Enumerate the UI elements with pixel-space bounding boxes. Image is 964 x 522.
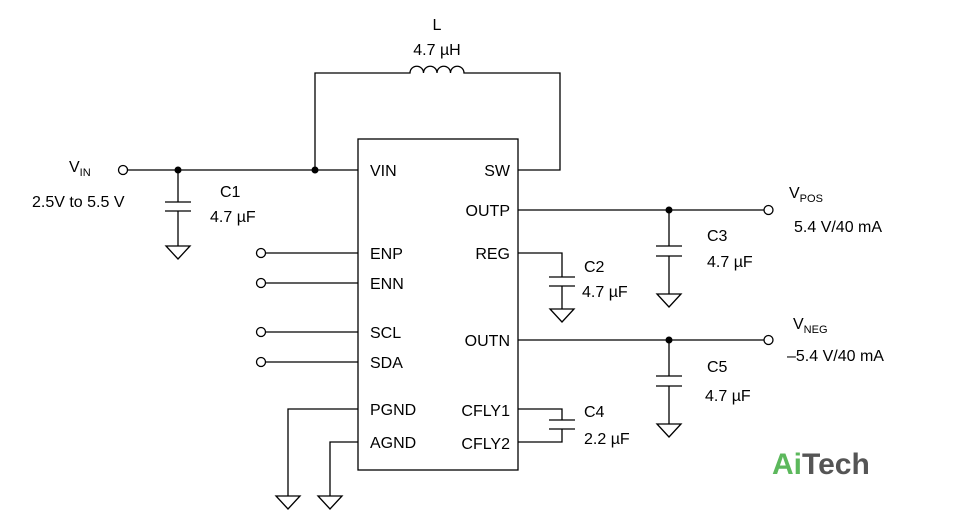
enn-terminal (255, 277, 267, 289)
c4-name: C4 (584, 404, 605, 421)
pin-cfly1-label: CFLY1 (461, 403, 510, 420)
pin-reg-label: REG (475, 246, 510, 263)
c5-value: 4.7 µF (705, 388, 751, 405)
pin-enn-label: ENN (370, 276, 404, 293)
enp-terminal (255, 247, 267, 259)
ic-body (357, 138, 519, 471)
aitech-logo: AiTech (772, 448, 870, 481)
c3-name: C3 (707, 228, 728, 245)
inductor-name: L (433, 17, 442, 34)
c5-name: C5 (707, 359, 728, 376)
inductor-value: 4.7 µH (413, 42, 460, 59)
vneg-terminal (763, 334, 774, 346)
vpos-terminal (763, 204, 774, 216)
c3-value: 4.7 µF (707, 254, 753, 271)
ground-icon (316, 495, 344, 510)
c2-value: 4.7 µF (582, 284, 628, 301)
c1-name: C1 (220, 184, 241, 201)
vin-junction-l (311, 166, 319, 174)
pin-outn-label: OUTN (465, 333, 510, 350)
vneg-label: VNEG (793, 316, 828, 336)
ground-icon (164, 245, 192, 260)
vneg-spec: –5.4 V/40 mA (787, 348, 884, 365)
c4-value: 2.2 µF (584, 431, 630, 448)
pin-sw-label: SW (484, 163, 511, 180)
capacitor-c3 (656, 210, 682, 294)
pin-sda-label: SDA (370, 355, 403, 372)
ground-icon (548, 308, 576, 323)
c1-value: 4.7 µF (210, 209, 256, 226)
vin-label: VIN (69, 159, 91, 179)
pin-vin-label: VIN (370, 163, 397, 180)
pin-cfly2-label: CFLY2 (461, 436, 510, 453)
ground-icon (655, 423, 683, 438)
c2-name: C2 (584, 259, 605, 276)
vpos-label: VPOS (789, 185, 823, 205)
vin-terminal (117, 164, 129, 176)
ground-icon (655, 293, 683, 308)
ground-icon (274, 495, 302, 510)
pgnd-wire (287, 408, 358, 496)
scl-terminal (255, 326, 267, 338)
vpos-spec: 5.4 V/40 mA (794, 219, 882, 236)
capacitor-c5 (656, 340, 682, 424)
pin-agnd-label: AGND (370, 435, 416, 452)
capacitor-c1 (165, 170, 191, 246)
inductor-l (314, 65, 561, 171)
pin-outp-label: OUTP (466, 203, 510, 220)
vin-range: 2.5V to 5.5 V (32, 194, 125, 211)
agnd-wire (329, 441, 358, 496)
pin-pgnd-label: PGND (370, 402, 416, 419)
capacitor-c4 (518, 408, 575, 443)
capacitor-c2 (518, 252, 575, 309)
pin-scl-label: SCL (370, 325, 401, 342)
pin-enp-label: ENP (370, 246, 403, 263)
sda-terminal (255, 356, 267, 368)
